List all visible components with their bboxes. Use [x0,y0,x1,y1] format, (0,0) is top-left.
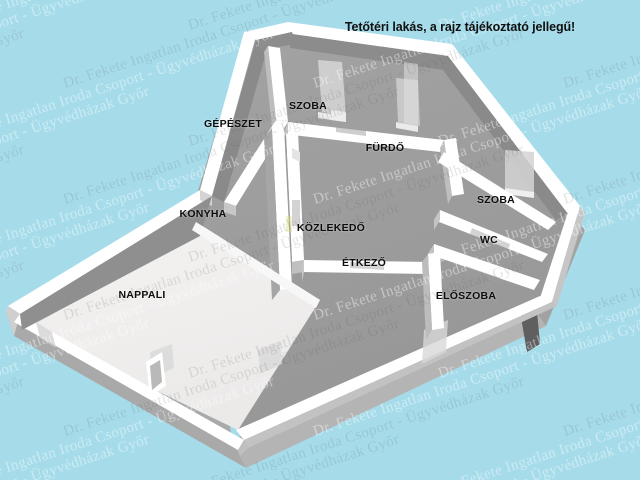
room-label-konyha: KONYHA [179,208,227,220]
room-label-kozlekedo: KÖZLEKEDŐ [296,222,366,234]
room-label-szoba-2: SZOBA [477,194,515,206]
door-leaves [286,62,418,232]
room-label-furdo: FÜRDŐ [365,142,405,154]
door-openings [236,126,510,284]
plan-title: Tetőtéri lakás, a rajz tájékoztató jelle… [344,20,576,34]
room-label-etkezo: ÉTKEZŐ [341,257,387,269]
interior-walls [192,46,556,340]
exterior-wall-inner-faces [20,32,568,330]
room-label-eloszoba: ELŐSZOBA [435,290,497,302]
room-label-szoba-1: SZOBA [289,100,327,112]
room-label-nappali: NAPPALI [118,289,166,301]
exterior-walls [6,22,585,456]
room-label-wc: WC [480,234,498,246]
room-label-gepeszet: GÉPÉSZET [203,118,263,130]
